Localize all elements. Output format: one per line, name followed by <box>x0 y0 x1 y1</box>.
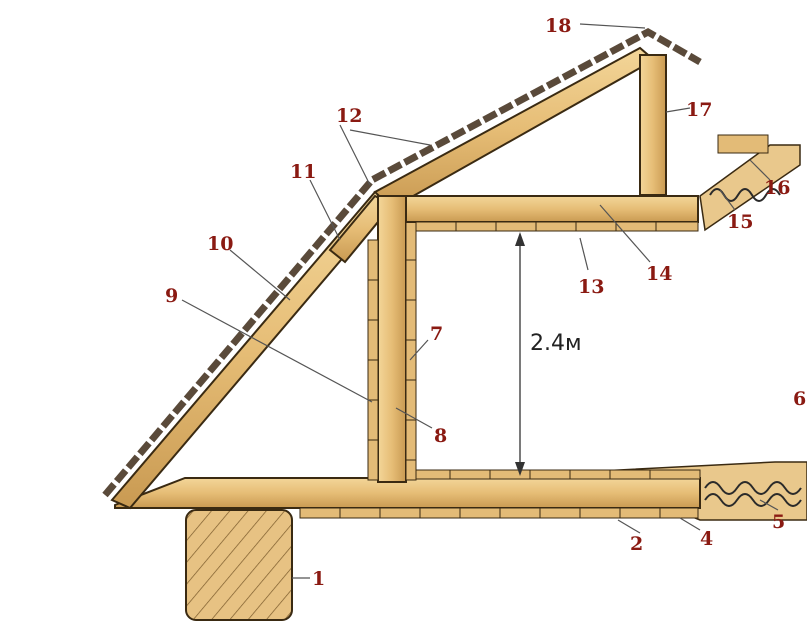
upper-rafter <box>373 46 656 210</box>
label-17: 17 <box>686 99 712 121</box>
label-9: 9 <box>165 285 178 307</box>
label-14: 14 <box>646 263 672 285</box>
label-2: 2 <box>630 533 643 555</box>
label-18: 18 <box>545 15 571 37</box>
ceiling-insulation-block <box>699 134 801 232</box>
ceiling-boards <box>299 507 699 519</box>
floor-boards <box>409 469 701 480</box>
roof-covering <box>102 27 702 498</box>
label-15: 15 <box>727 211 753 233</box>
label-7: 7 <box>430 323 443 345</box>
label-1: 1 <box>312 568 325 590</box>
attic-ceiling-boards <box>415 221 699 232</box>
floor-joist <box>114 477 701 509</box>
label-6: 6 <box>793 388 806 410</box>
height-dimension <box>515 232 525 476</box>
label-11: 11 <box>290 161 316 183</box>
label-8: 8 <box>434 425 447 447</box>
ceiling-joist <box>405 195 699 223</box>
upper-post <box>639 54 667 196</box>
label-12: 12 <box>336 105 362 127</box>
attic-post <box>377 195 407 483</box>
height-dimension-label: 2.4м <box>530 331 582 356</box>
label-16: 16 <box>764 177 790 199</box>
label-13: 13 <box>578 276 604 298</box>
leader-lines <box>181 23 779 579</box>
label-4: 4 <box>700 528 713 550</box>
label-5: 5 <box>772 511 785 533</box>
wall-plate <box>185 509 293 621</box>
label-10: 10 <box>207 233 233 255</box>
